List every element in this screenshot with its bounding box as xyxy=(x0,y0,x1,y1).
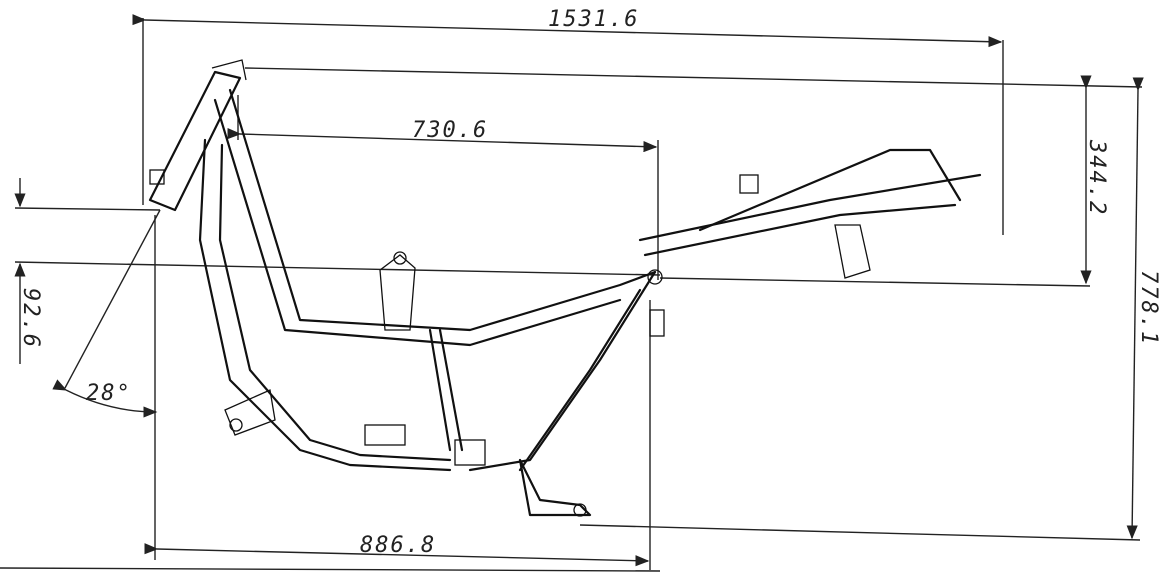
dim-headstock-pivot: 730.6 xyxy=(227,95,659,280)
dim-label-778: 778.1 xyxy=(1136,270,1161,346)
dim-label-92: 92.6 xyxy=(18,288,43,349)
dim-label-344: 344.2 xyxy=(1084,139,1109,216)
dim-label-1531: 1531.6 xyxy=(548,7,639,32)
dim-rake-angle: 28° xyxy=(52,209,161,418)
dim-head-offset: 92.6 xyxy=(14,178,661,364)
dim-overall-length: 1531.6 xyxy=(132,7,1004,235)
dim-label-28: 28° xyxy=(86,381,132,406)
scooter-frame xyxy=(148,59,982,517)
dim-wheelbase: 886.8 xyxy=(0,215,661,572)
dim-overall-height: 778.1 xyxy=(579,77,1161,541)
dim-label-730: 730.6 xyxy=(412,118,488,143)
dim-label-886: 886.8 xyxy=(360,533,436,558)
dim-rear-height: 344.2 xyxy=(244,67,1109,287)
